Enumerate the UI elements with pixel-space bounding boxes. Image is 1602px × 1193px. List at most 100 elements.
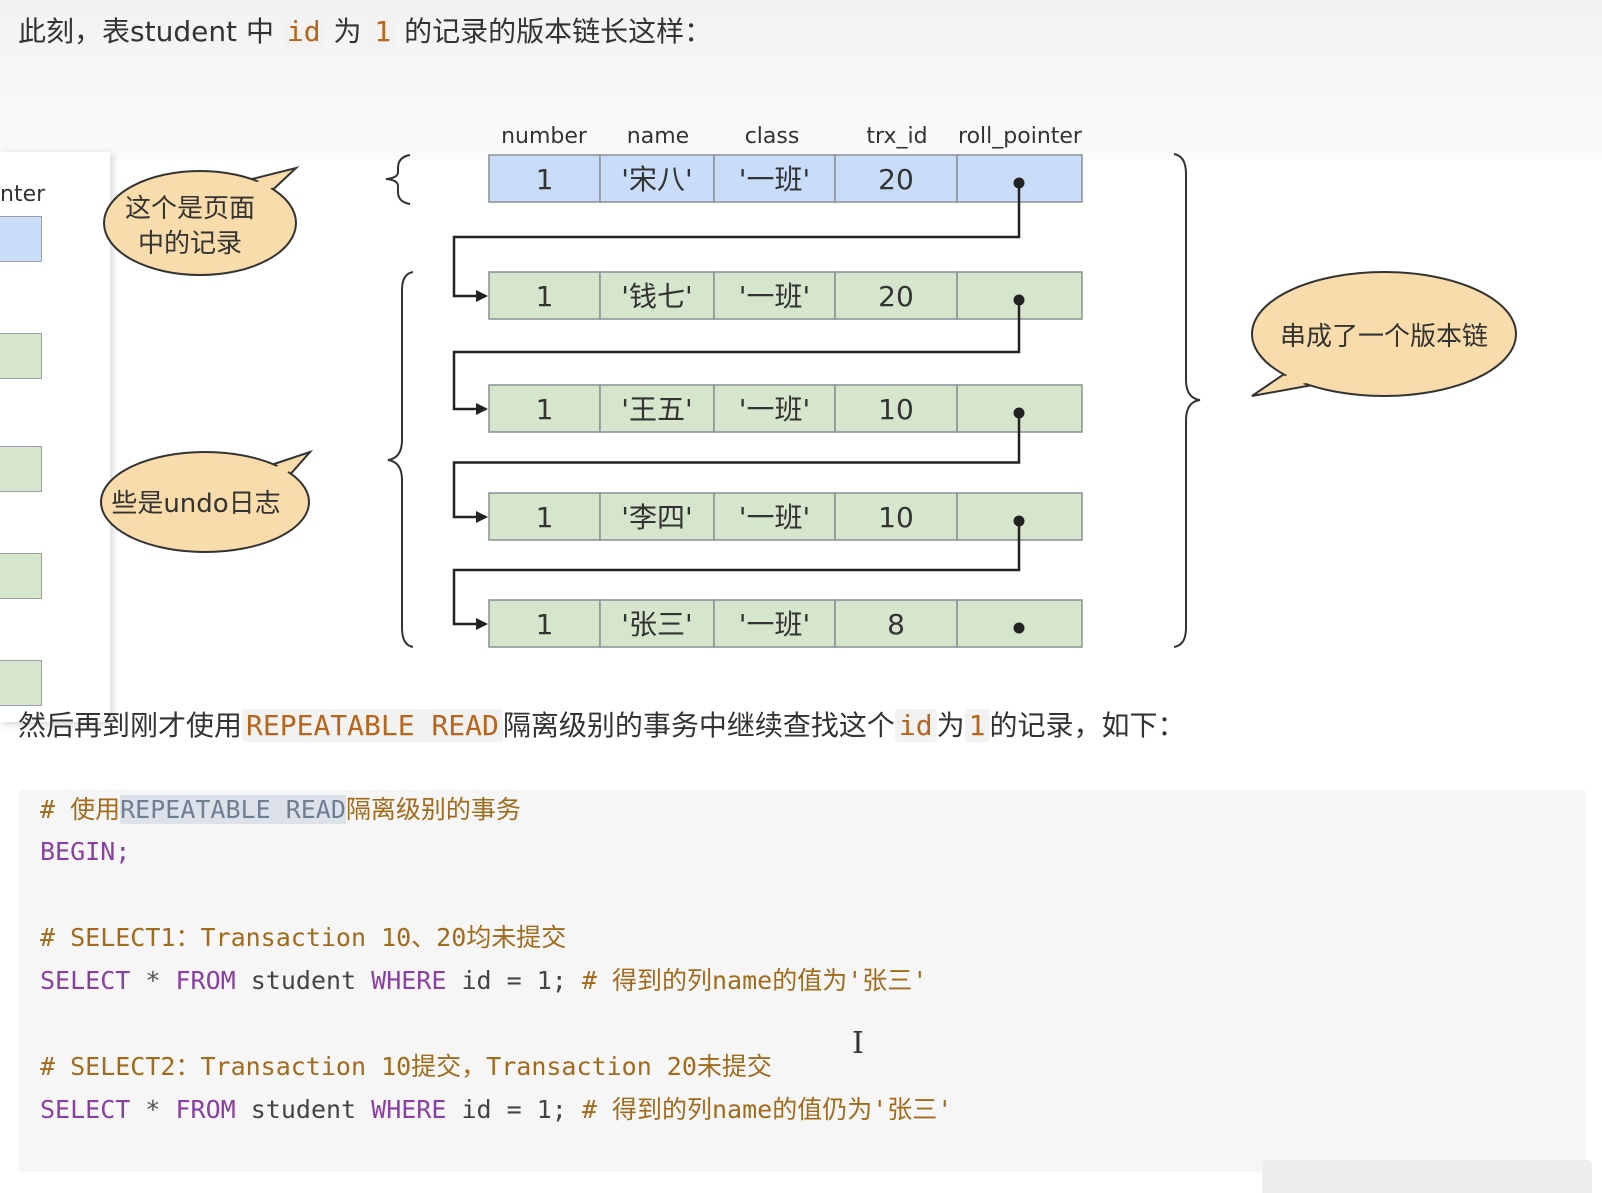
cell-name: '钱七'	[621, 280, 692, 313]
cell-trx-id: 10	[878, 501, 914, 534]
cell-class: '一班'	[739, 163, 810, 196]
code-line-5: SELECT * FROM student WHERE id = 1; # 得到…	[40, 963, 927, 999]
heading-prefix: 此刻，表student 中	[18, 15, 283, 48]
cell-number: 1	[536, 501, 554, 534]
code-comment-pre: 使用	[70, 795, 121, 824]
cell-name-box	[599, 599, 715, 648]
code-begin: BEGIN;	[40, 837, 131, 866]
cell-class: '一班'	[739, 280, 810, 313]
cell-number: 1	[536, 393, 554, 426]
undo-log-row: 1 '李四' '一班' 10	[488, 492, 1083, 541]
undo-log-row: 1'王五''一班'10	[488, 384, 1083, 433]
page-record-row: 1'宋八''一班'20	[488, 154, 1083, 203]
code-comment-post: 隔离级别的事务	[345, 795, 521, 824]
callout-undo-log: 些是undo日志	[100, 449, 314, 553]
text-cursor-icon: I	[852, 1026, 864, 1061]
code-line-1: # 使用REPEATABLE READ隔离级别的事务	[40, 792, 521, 828]
code-operator: *	[130, 966, 176, 995]
roll-pointer-link	[452, 300, 1021, 415]
roll-pointer-link	[452, 521, 1021, 630]
code-condition: id = 1;	[446, 1095, 582, 1124]
code-comment-select1: # SELECT1：Transaction 10、20均未提交	[40, 923, 567, 952]
cell-class-box	[713, 492, 836, 541]
cell-class: '一班'	[739, 501, 810, 534]
code-keyword-from: FROM	[175, 966, 236, 995]
pointer-links	[452, 183, 1021, 630]
callout-version-chain: 串成了一个版本链	[1251, 271, 1517, 397]
roll-pointer-dot	[1013, 622, 1025, 634]
code-keyword-where: WHERE	[371, 1095, 447, 1124]
column-header-roll-pointer: roll_pointer	[958, 124, 1083, 149]
left-panel-label: nter	[0, 182, 46, 207]
paragraph-prefix: 然后再到刚才使用	[18, 709, 243, 742]
code-operator: *	[130, 1095, 176, 1124]
column-header-trx-id: trx_id	[866, 124, 927, 149]
cell-name: '张三'	[621, 608, 692, 641]
left-panel-cell	[0, 333, 42, 379]
cell-number: 1	[536, 280, 554, 313]
cell-trx-id: 8	[887, 608, 905, 641]
heading-mid: 为	[324, 15, 371, 48]
undo-log-row: 1 '钱七' '一班' 20	[488, 271, 1083, 320]
cell-number-box	[488, 492, 601, 541]
paragraph-code-id: id	[894, 709, 937, 742]
paragraph-code-value: 1	[964, 709, 990, 742]
cell-trx-id-box	[834, 271, 958, 320]
small-brace	[385, 154, 411, 205]
column-header-number: number	[501, 124, 588, 149]
code-line-7: # SELECT2：Transaction 10提交，Transaction 2…	[40, 1049, 772, 1085]
top-band	[0, 0, 1602, 160]
heading-code-value: 1	[370, 15, 396, 48]
cell-trx-id: 10	[878, 393, 914, 426]
heading-line: 此刻，表student 中 id 为 1 的记录的版本链长这样：	[18, 12, 712, 56]
code-keyword-select: SELECT	[40, 1095, 131, 1124]
callout-page-record-line2: 中的记录	[138, 229, 242, 259]
heading-code-id: id	[282, 15, 325, 48]
cell-name: '宋八'	[621, 163, 692, 196]
callout-undo-log-text: 些是undo日志	[111, 489, 280, 519]
paragraph-suffix: 的记录，如下：	[989, 709, 1186, 742]
code-table-name: student	[235, 1095, 372, 1124]
cell-trx-id-box	[834, 154, 958, 203]
left-panel-cell	[0, 446, 42, 492]
code-condition: id = 1;	[446, 966, 582, 995]
left-panel-cell	[0, 216, 42, 262]
cell-number: 1	[536, 608, 554, 641]
cell-class-box	[713, 599, 836, 648]
cell-trx-id: 20	[878, 280, 914, 313]
record-rows: 1'宋八''一班'201'钱七''一班'201'王五''一班'101'李四''一…	[488, 154, 1083, 648]
cell-class-box	[713, 154, 836, 203]
version-chain-diagram: number name class trx_id roll_pointer 1'…	[100, 124, 1517, 648]
roll-pointer-link	[452, 183, 1021, 302]
heading-suffix: 的记录的版本链长这样：	[395, 15, 713, 48]
callout-page-record: 这个是页面 中的记录	[103, 166, 300, 276]
code-line-2: BEGIN;	[40, 834, 130, 870]
callout-page-record-line1: 这个是页面	[125, 194, 255, 224]
paragraph-mid1: 隔离级别的事务中继续查找这个	[502, 709, 895, 742]
undo-log-row: 1 '张三' '一班' 8	[488, 599, 1083, 648]
cell-name-box	[599, 492, 715, 541]
sql-code-block[interactable]: # 使用REPEATABLE READ隔离级别的事务 BEGIN; # SELE…	[18, 790, 1586, 1172]
code-keyword-where: WHERE	[371, 966, 447, 995]
cell-name-box	[599, 271, 715, 320]
cell-trx-id-box	[834, 492, 958, 541]
cell-class: '一班'	[739, 393, 810, 426]
cell-number: 1	[536, 163, 554, 196]
code-keyword-select: SELECT	[40, 966, 131, 995]
cell-name: '李四'	[621, 501, 692, 534]
cell-class: '一班'	[739, 608, 810, 641]
cell-number-box	[488, 271, 601, 320]
left-overlay-panel: nter	[0, 152, 110, 722]
paragraph-mid2: 为	[936, 709, 965, 742]
cell-class-box	[713, 384, 836, 433]
bottom-partial-element	[1262, 1160, 1592, 1193]
code-line-4: # SELECT1：Transaction 10、20均未提交	[40, 920, 566, 956]
code-comment-result1: # 得到的列name的值为'张三'	[581, 966, 928, 995]
cell-number-box	[488, 384, 601, 433]
callout-version-chain-text: 串成了一个版本链	[1280, 322, 1488, 352]
chain-brace	[1173, 153, 1201, 648]
code-selection-highlight: REPEATABLE READ	[120, 795, 346, 824]
cell-number-box	[488, 599, 601, 648]
code-table-name: student	[235, 966, 372, 995]
